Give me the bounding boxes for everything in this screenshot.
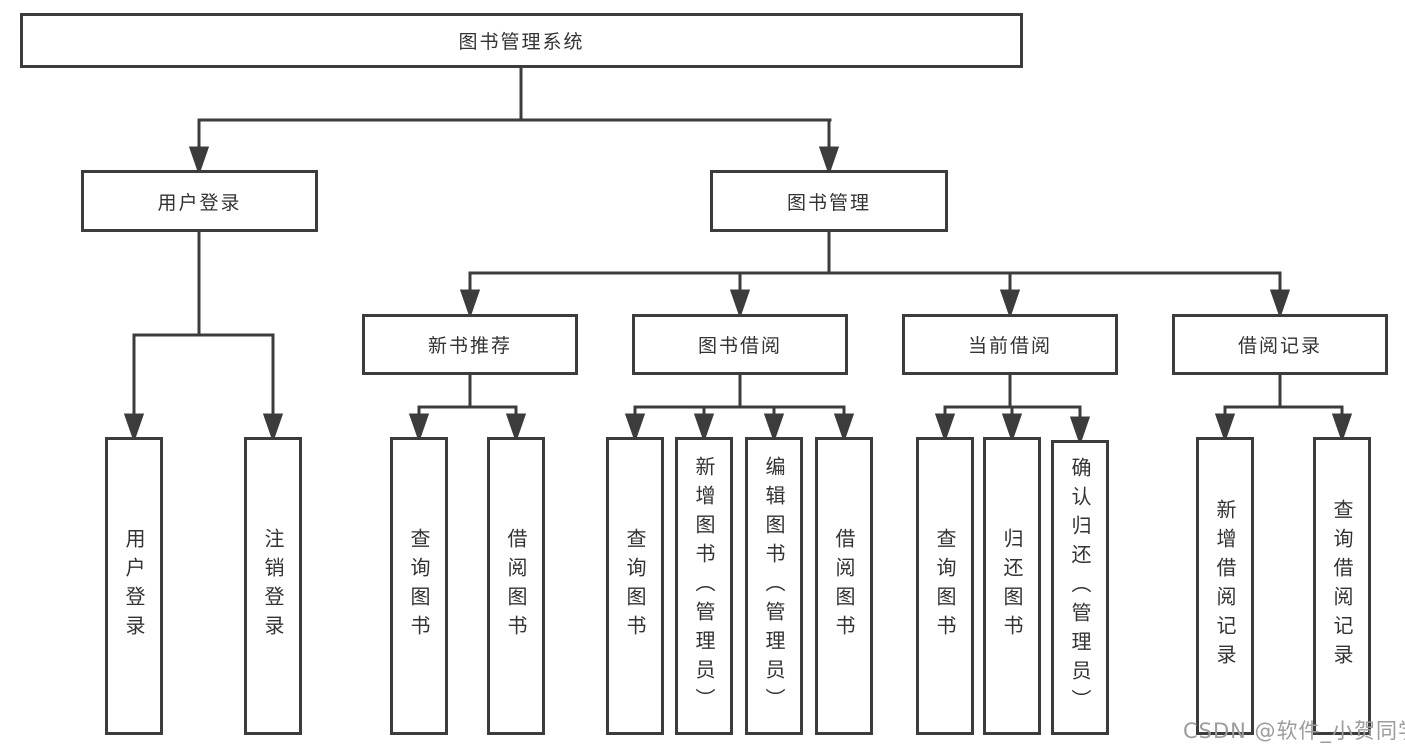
leaf-add-borrow-record: 新增借阅记录 <box>1196 437 1254 735</box>
leaf-return-book: 归还图书 <box>983 437 1041 735</box>
node-library-system: 图书管理系统 <box>20 13 1023 68</box>
leaf-query-books-borrowing: 查询图书 <box>606 437 664 735</box>
leaf-borrow-books-borrowing: 借阅图书 <box>815 437 873 735</box>
node-book-management: 图书管理 <box>710 170 948 232</box>
leaf-edit-book-admin: 编辑图书（管理员） <box>745 437 803 735</box>
node-new-book-recommendation: 新书推荐 <box>362 314 578 375</box>
connector-group <box>123 68 1353 446</box>
leaf-query-books-recommend: 查询图书 <box>390 437 448 735</box>
node-current-borrowing: 当前借阅 <box>902 314 1118 375</box>
leaf-user-login: 用户登录 <box>105 437 163 735</box>
leaf-confirm-return-admin: 确认归还（管理员） <box>1051 440 1109 735</box>
leaf-query-books-current: 查询图书 <box>916 437 974 735</box>
leaf-query-borrow-record: 查询借阅记录 <box>1313 437 1371 735</box>
node-borrowing-records: 借阅记录 <box>1172 314 1388 375</box>
leaf-borrow-books-recommend: 借阅图书 <box>487 437 545 735</box>
leaf-logout: 注销登录 <box>244 437 302 735</box>
leaf-add-book-admin: 新增图书（管理员） <box>675 437 733 735</box>
node-user-login: 用户登录 <box>81 170 318 232</box>
csdn-watermark: CSDN @软件_小贺同学 <box>1183 719 1405 743</box>
node-book-borrowing: 图书借阅 <box>632 314 848 375</box>
